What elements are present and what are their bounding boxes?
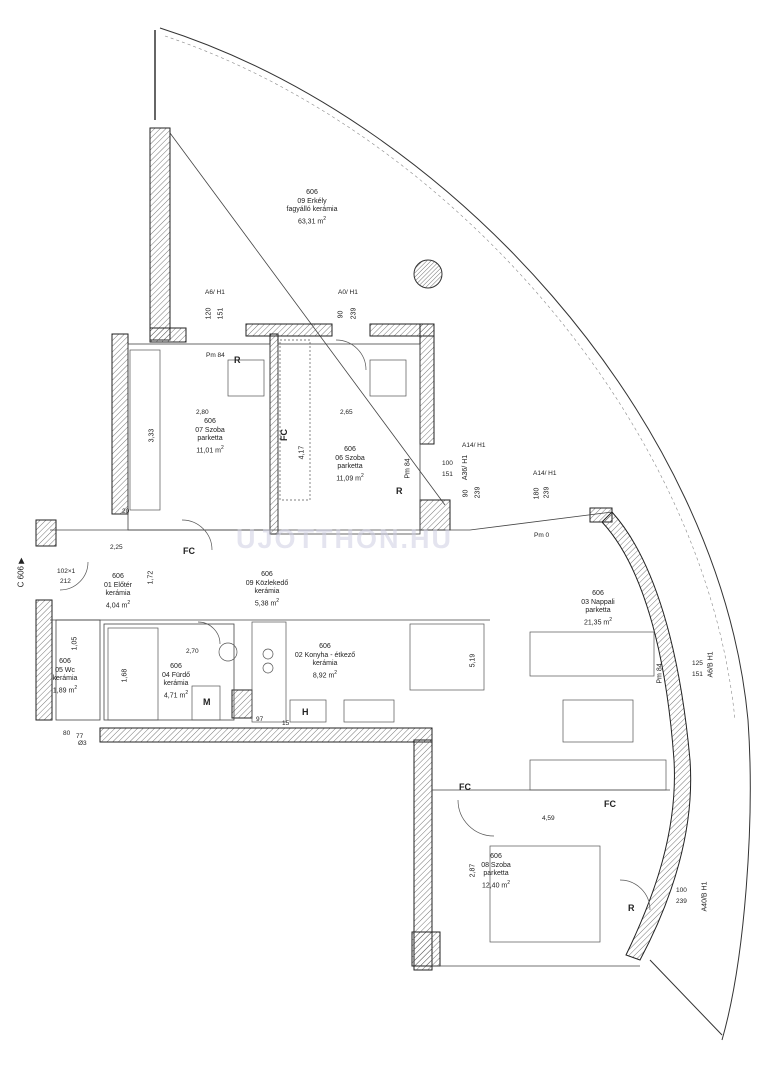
window-tag-a14h1-b: A14/ H1 [533, 470, 557, 477]
dim-270: 2,70 [186, 648, 199, 655]
window-tag-a40bh1: A40/B H1 [701, 881, 709, 912]
balcony-inner-edge [164, 35, 736, 721]
level-pm0: Pm 0 [534, 532, 550, 539]
dim-100a: 100 [442, 460, 453, 467]
heater-mark-h: H [302, 707, 309, 717]
dim-120: 120 [205, 307, 213, 320]
dim-417: 4,17 [298, 445, 306, 460]
dim-100b: 100 [676, 887, 687, 894]
radiator-mark-r3: R [628, 903, 635, 913]
dim-287: 2,87 [469, 863, 477, 878]
level-pm84-a: Pm 84 [206, 352, 225, 359]
dim-265: 2,65 [340, 409, 353, 416]
dim-519: 5,19 [469, 653, 477, 668]
dim-239c: 239 [543, 486, 551, 499]
dim-102: 102×1 [57, 568, 76, 575]
dim-459: 4,59 [542, 815, 555, 822]
watermark: UJOTTHON.HU [236, 524, 453, 554]
dim-15: 15 [282, 720, 290, 727]
dim-280: 2,80 [196, 409, 209, 416]
fan-coil-mark-3: FC [459, 782, 471, 792]
dim-225: 2,25 [110, 544, 123, 551]
walls [35, 127, 613, 971]
balcony-outer-edge [159, 27, 751, 1041]
dim-239b: 239 [474, 486, 482, 499]
section-marker: C 606 ▶ [16, 557, 26, 588]
dim-151a: 151 [217, 307, 225, 320]
dim-105: 1,05 [71, 636, 79, 651]
room-outlines [50, 343, 670, 967]
meter-mark-m: M [203, 697, 211, 707]
dim-90b: 90 [462, 489, 470, 498]
level-pm84-b: Pm 84 [404, 458, 412, 479]
radiator-mark-r1: R [234, 355, 241, 365]
dim-125: 125 [692, 660, 703, 667]
window-tag-a14h1-a: A14/ H1 [462, 442, 486, 449]
window-tag-a6bh1: A6/B H1 [707, 651, 715, 678]
dim-90a: 90 [337, 310, 345, 319]
radiator-mark-r2: R [396, 486, 403, 496]
dim-151b: 151 [442, 471, 453, 478]
dim-97: 97 [256, 716, 264, 723]
dim-172: 1,72 [147, 570, 155, 585]
dim-239d: 239 [676, 898, 687, 905]
dim-80: 80 [63, 730, 71, 737]
dim-20: 20 [122, 508, 130, 515]
dim-83: Ø3 [78, 740, 87, 747]
door-swings [59, 339, 651, 911]
curved-facade-wall [601, 511, 692, 961]
window-tag-a0h1: A0/ H1 [338, 289, 358, 296]
balcony-diagonal [169, 132, 446, 506]
window-tag-a6h1: A6/ H1 [205, 289, 225, 296]
dim-212: 212 [60, 578, 71, 585]
fan-coil-mark-1: FC [183, 546, 195, 556]
furniture [107, 339, 667, 943]
balcony-lower-rail [649, 959, 723, 1036]
dim-239a: 239 [350, 307, 358, 320]
fan-coil-mark-2: FC [279, 429, 289, 441]
dim-168: 1,68 [121, 668, 129, 683]
dim-77: 77 [76, 733, 84, 740]
dim-151c: 151 [692, 671, 703, 678]
window-tag-a36h1: A36/ H1 [462, 454, 470, 481]
plant-circle [413, 259, 443, 289]
dim-333: 3,33 [148, 428, 156, 443]
dim-180: 180 [533, 487, 541, 500]
fan-coil-mark-4: FC [604, 799, 616, 809]
level-pm84-c: Pm 84 [656, 663, 664, 684]
